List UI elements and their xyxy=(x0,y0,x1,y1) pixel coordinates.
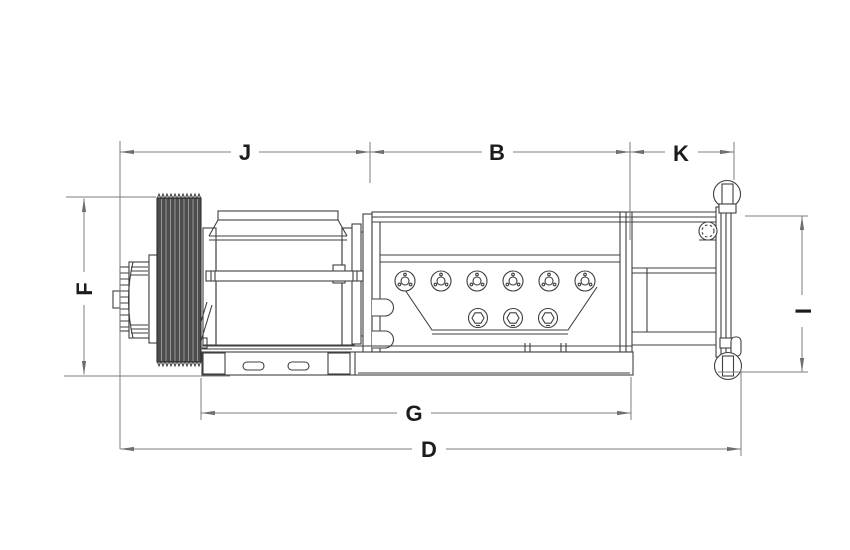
winch-drum xyxy=(195,210,355,349)
top-trunnion-cap xyxy=(712,179,742,214)
bottom-trunnion-cap xyxy=(713,336,743,381)
dim-label-k: K xyxy=(673,141,689,166)
port-slot xyxy=(372,330,394,349)
port-slot xyxy=(372,298,394,317)
bolt xyxy=(394,270,416,292)
extension-frame xyxy=(632,211,716,346)
pulley-teeth-top xyxy=(156,192,202,201)
hex-bolt xyxy=(502,307,524,329)
pulley-ribs xyxy=(161,199,198,361)
dim-label-i: I xyxy=(791,308,816,314)
base-slot xyxy=(242,361,265,371)
clutch-hub xyxy=(112,254,158,344)
base-foot xyxy=(202,352,226,375)
base-foot xyxy=(327,352,351,375)
belt-pulley xyxy=(156,192,202,368)
mounting-base xyxy=(201,345,634,376)
dim-label-f: F xyxy=(72,282,97,295)
dim-label-j: J xyxy=(239,140,251,165)
hex-bolt xyxy=(467,307,489,329)
tie-rod xyxy=(205,270,364,282)
machine-drawing xyxy=(112,179,743,381)
bolt xyxy=(466,270,488,292)
bolt-row-lower xyxy=(467,307,559,329)
dim-label-d: D xyxy=(421,437,437,462)
base-slot xyxy=(287,361,310,371)
pulley-teeth-bottom xyxy=(156,359,202,368)
hex-bolt xyxy=(537,307,559,329)
adapter-flange xyxy=(332,213,373,357)
extension-lines xyxy=(64,141,808,456)
dimension-labels: J B K F I G D xyxy=(72,140,816,462)
bolt xyxy=(502,270,524,292)
dim-label-g: G xyxy=(405,401,422,426)
dim-label-b: B xyxy=(489,140,505,165)
end-plate xyxy=(698,179,743,381)
bolt xyxy=(574,270,596,292)
bolt xyxy=(538,270,560,292)
port-flange xyxy=(698,221,718,241)
bolt-row-upper xyxy=(394,270,596,292)
bolt xyxy=(430,270,452,292)
inspection-panel xyxy=(402,286,598,331)
dimension-lines xyxy=(64,141,808,456)
